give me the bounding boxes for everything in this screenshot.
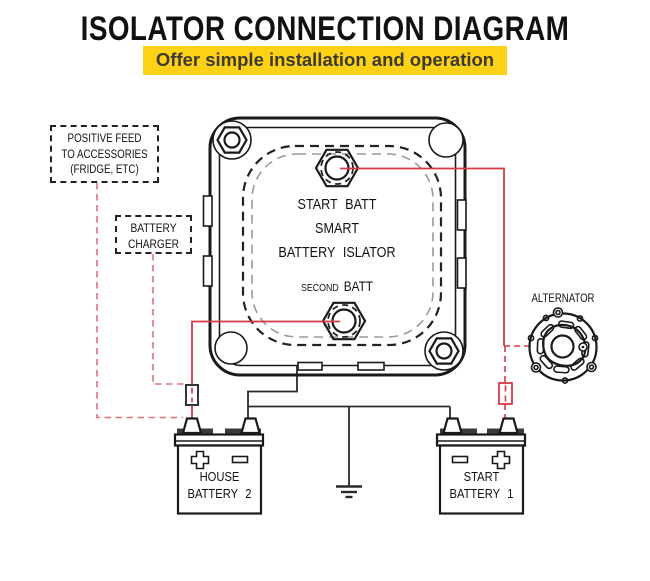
positive-feed-line: (FRIDGE, ETC) — [70, 164, 139, 176]
positive-wiring — [96, 167, 530, 419]
battery-icon — [173, 417, 265, 515]
positive-post — [498, 417, 519, 435]
positive-feed-line: POSITIVE FEED — [67, 133, 142, 145]
house-battery-line: HOUSE — [199, 469, 240, 484]
plus-terminal-icon — [190, 450, 210, 470]
negative-post — [240, 417, 261, 435]
fuse-icon — [498, 382, 513, 405]
right-tab — [456, 257, 467, 289]
positive-feed-label-box: POSITIVE FEED TO ACCESSORIES (FRIDGE, ET… — [50, 125, 159, 183]
left-tab — [202, 255, 213, 287]
b-plus-terminal — [578, 342, 588, 352]
dashed-ring-outer — [241, 144, 443, 347]
start-batt-wire — [340, 167, 505, 346]
battery-charger-label-box: BATTERY CHARGER — [115, 215, 192, 254]
minus-terminal-icon — [231, 455, 249, 464]
screw-icon — [212, 120, 252, 160]
charger-feed-dashed — [152, 254, 186, 385]
start-battery-label: START BATTERY 1 — [446, 468, 517, 502]
battery-charger-line: CHARGER — [127, 237, 179, 251]
alternator-label: ALTERNATOR — [531, 291, 595, 305]
alternator-icon — [527, 307, 599, 384]
subtitle-banner: Offer simple installation and operation — [142, 46, 508, 75]
screw-icon — [424, 331, 464, 371]
start-battery-line: START — [463, 469, 500, 484]
house-battery-line: BATTERY 2 — [187, 486, 252, 501]
bottom-tab — [357, 361, 385, 371]
right-tab — [456, 199, 467, 231]
second-batt-wire — [191, 320, 340, 385]
negative-post — [442, 417, 463, 435]
batt-label: BATT — [343, 278, 373, 294]
start-battery-line: BATTERY 1 — [449, 486, 514, 501]
battery-icon — [435, 417, 527, 515]
positive-feed-line: TO ACCESSORIES — [61, 148, 148, 161]
fuse-icon — [185, 384, 199, 406]
subtitle-banner-row: Offer simple installation and operation — [0, 46, 650, 75]
house-battery-label: HOUSE BATTERY 2 — [184, 468, 255, 502]
battery-charger-line: BATTERY — [130, 221, 177, 235]
positive-post — [181, 417, 203, 435]
second-label: SECOND — [301, 282, 339, 294]
isolator-line-smart: SMART — [315, 220, 359, 237]
isolator-line-battery-islator: BATTERY ISLATOR — [278, 244, 396, 261]
page-title: ISOLATOR CONNECTION DIAGRAM — [80, 10, 570, 48]
minus-terminal-icon — [451, 455, 469, 464]
isolator-faceplate-text: START BATT SMART BATTERY ISLATOR SECOND B… — [253, 193, 421, 300]
accessories-feed-dashed — [96, 183, 183, 419]
corner-hole — [214, 331, 248, 365]
isolator-line-second-batt: SECOND BATT — [253, 274, 421, 300]
bottom-tab — [297, 361, 323, 371]
plus-terminal-icon — [491, 450, 511, 470]
isolator-line-start-batt: START BATT — [297, 196, 377, 213]
left-tab — [202, 195, 213, 227]
dashed-ring-inner — [251, 153, 434, 338]
corner-hole — [428, 122, 464, 158]
ground-wiring — [247, 366, 451, 486]
ground-icon — [336, 485, 362, 499]
